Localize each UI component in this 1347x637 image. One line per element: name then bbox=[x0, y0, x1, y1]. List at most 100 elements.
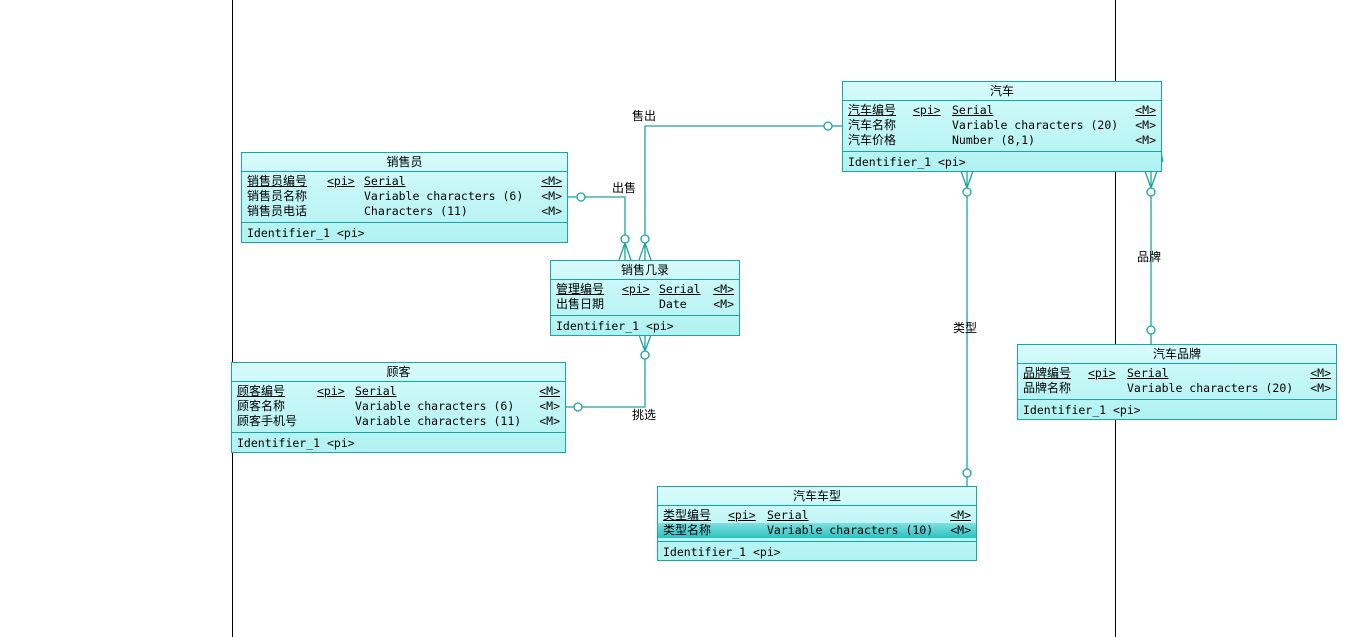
attribute-name: 类型名称 bbox=[663, 523, 712, 537]
attribute-name: 销售员电话 bbox=[247, 204, 308, 218]
relationship-label-brand[interactable]: 品牌 bbox=[1137, 250, 1162, 264]
attribute-list: 顾客编号 <pi> Serial <M> 顾客名称 Variable chara… bbox=[232, 382, 565, 433]
attribute-mandatory: <M> bbox=[539, 399, 560, 413]
attribute-mandatory: <M> bbox=[1310, 381, 1331, 395]
attribute-row[interactable]: 顾客名称 Variable characters (6) <M> bbox=[237, 399, 560, 414]
attribute-type: Serial bbox=[767, 508, 809, 522]
page-boundary-left bbox=[232, 0, 233, 637]
entity-identifier: Identifier_1 <pi> bbox=[237, 436, 355, 450]
entity-salesperson[interactable]: 销售员 销售员编号 <pi> Serial <M> 销售员名称 Variable… bbox=[241, 152, 568, 243]
attribute-row[interactable]: 管理编号 <pi> Serial <M> bbox=[556, 282, 734, 297]
link-type[interactable] bbox=[960, 170, 974, 486]
attribute-list: 类型编号 <pi> Serial <M> 类型名称 Variable chara… bbox=[658, 506, 976, 542]
attribute-pi bbox=[327, 189, 364, 204]
attribute-type: Variable characters (6) bbox=[364, 189, 524, 203]
attribute-row[interactable]: 汽车价格 Number (8,1) <M> bbox=[848, 133, 1156, 148]
attribute-pi bbox=[327, 204, 364, 219]
attribute-mandatory: <M> bbox=[541, 189, 562, 203]
attribute-mandatory: <M> bbox=[713, 282, 734, 296]
attribute-mandatory: <M> bbox=[541, 174, 562, 188]
attribute-pi bbox=[622, 297, 659, 312]
entity-car-type[interactable]: 汽车车型 类型编号 <pi> Serial <M> 类型名称 Variable … bbox=[657, 486, 977, 561]
attribute-pi: <pi> bbox=[622, 282, 650, 296]
attribute-mandatory: <M> bbox=[1135, 133, 1156, 147]
attribute-name: 顾客编号 bbox=[237, 384, 286, 398]
attribute-row[interactable]: 顾客手机号 Variable characters (11) <M> bbox=[237, 414, 560, 429]
attribute-pi bbox=[317, 414, 355, 429]
attribute-row[interactable]: 销售员名称 Variable characters (6) <M> bbox=[247, 189, 562, 204]
entity-car-brand[interactable]: 汽车品牌 品牌编号 <pi> Serial <M> 品牌名称 Variable … bbox=[1017, 344, 1337, 420]
entity-title: 汽车车型 bbox=[658, 487, 976, 506]
attribute-mandatory: <M> bbox=[950, 508, 971, 522]
attribute-row-selected[interactable]: 类型名称 Variable characters (10) <M> bbox=[658, 523, 976, 538]
attribute-type: Serial bbox=[1127, 366, 1169, 380]
attribute-name: 品牌名称 bbox=[1023, 381, 1072, 395]
attribute-mandatory: <M> bbox=[539, 384, 560, 398]
attribute-mandatory: <M> bbox=[541, 204, 562, 218]
entity-sales-record[interactable]: 销售几录 管理编号 <pi> Serial <M> 出售日期 Date <M> … bbox=[550, 260, 740, 336]
attribute-mandatory: <M> bbox=[539, 414, 560, 428]
attribute-name: 销售员编号 bbox=[247, 174, 308, 188]
attribute-pi: <pi> bbox=[1088, 366, 1116, 380]
entity-identifier: Identifier_1 <pi> bbox=[1023, 403, 1141, 417]
attribute-pi: <pi> bbox=[913, 103, 941, 117]
attribute-name: 销售员名称 bbox=[247, 189, 308, 203]
attribute-name: 类型编号 bbox=[663, 508, 712, 522]
link-choose[interactable] bbox=[565, 334, 652, 412]
relationship-label-type[interactable]: 类型 bbox=[953, 321, 978, 335]
attribute-type: Variable characters (6) bbox=[355, 399, 515, 413]
attribute-row[interactable]: 顾客编号 <pi> Serial <M> bbox=[237, 384, 560, 399]
attribute-mandatory: <M> bbox=[1135, 103, 1156, 117]
attribute-list: 管理编号 <pi> Serial <M> 出售日期 Date <M> bbox=[551, 280, 739, 316]
attribute-row[interactable]: 类型编号 <pi> Serial <M> bbox=[663, 508, 971, 523]
relationship-label-sold[interactable]: 售出 bbox=[632, 109, 657, 123]
attribute-mandatory: <M> bbox=[1135, 118, 1156, 132]
attribute-name: 顾客名称 bbox=[237, 399, 286, 413]
entity-title: 销售几录 bbox=[551, 261, 739, 280]
attribute-type: Variable characters (10) bbox=[767, 523, 934, 537]
attribute-mandatory: <M> bbox=[1310, 366, 1331, 380]
attribute-name: 顾客手机号 bbox=[237, 414, 298, 428]
attribute-pi: <pi> bbox=[728, 508, 756, 522]
attribute-row[interactable]: 品牌名称 Variable characters (20) <M> bbox=[1023, 381, 1331, 396]
attribute-row[interactable]: 汽车名称 Variable characters (20) <M> bbox=[848, 118, 1156, 133]
attribute-row[interactable]: 品牌编号 <pi> Serial <M> bbox=[1023, 366, 1331, 381]
attribute-name: 汽车价格 bbox=[848, 133, 897, 147]
page-boundary-right bbox=[1115, 0, 1116, 637]
attribute-row[interactable]: 汽车编号 <pi> Serial <M> bbox=[848, 103, 1156, 118]
attribute-name: 管理编号 bbox=[556, 282, 605, 296]
attribute-pi: <pi> bbox=[327, 174, 355, 188]
attribute-row[interactable]: 销售员电话 Characters (11) <M> bbox=[247, 204, 562, 219]
link-brand[interactable] bbox=[1144, 151, 1164, 344]
attribute-name: 出售日期 bbox=[556, 297, 605, 311]
entity-car[interactable]: 汽车 汽车编号 <pi> Serial <M> 汽车名称 Variable ch… bbox=[842, 81, 1162, 172]
attribute-pi bbox=[1088, 381, 1127, 396]
attribute-list: 品牌编号 <pi> Serial <M> 品牌名称 Variable chara… bbox=[1018, 364, 1336, 400]
attribute-list: 汽车编号 <pi> Serial <M> 汽车名称 Variable chara… bbox=[843, 101, 1161, 152]
entity-identifier: Identifier_1 <pi> bbox=[663, 545, 781, 559]
attribute-type: Serial bbox=[364, 174, 406, 188]
entity-identifier: Identifier_1 <pi> bbox=[848, 155, 966, 169]
attribute-type: Serial bbox=[659, 282, 701, 296]
relationship-label-choose[interactable]: 挑选 bbox=[632, 408, 657, 422]
attribute-row[interactable]: 销售员编号 <pi> Serial <M> bbox=[247, 174, 562, 189]
attribute-type: Variable characters (20) bbox=[952, 118, 1119, 132]
attribute-type: Date bbox=[659, 297, 687, 311]
entity-title: 销售员 bbox=[242, 153, 567, 172]
attribute-row[interactable]: 出售日期 Date <M> bbox=[556, 297, 734, 312]
entity-customer[interactable]: 顾客 顾客编号 <pi> Serial <M> 顾客名称 Variable ch… bbox=[231, 362, 566, 453]
attribute-type: Variable characters (20) bbox=[1127, 381, 1294, 395]
attribute-pi bbox=[913, 118, 952, 133]
attribute-name: 品牌编号 bbox=[1023, 366, 1072, 380]
link-sold[interactable] bbox=[638, 121, 842, 261]
attribute-pi bbox=[728, 523, 767, 538]
entity-title: 汽车 bbox=[843, 82, 1161, 101]
entity-identifier: Identifier_1 <pi> bbox=[247, 226, 365, 240]
entity-identifier: Identifier_1 <pi> bbox=[556, 319, 674, 333]
attribute-mandatory: <M> bbox=[713, 297, 734, 311]
attribute-name: 汽车编号 bbox=[848, 103, 897, 117]
relationship-label-sell[interactable]: 出售 bbox=[612, 181, 637, 195]
link-sell[interactable] bbox=[567, 192, 632, 261]
entity-title: 顾客 bbox=[232, 363, 565, 382]
